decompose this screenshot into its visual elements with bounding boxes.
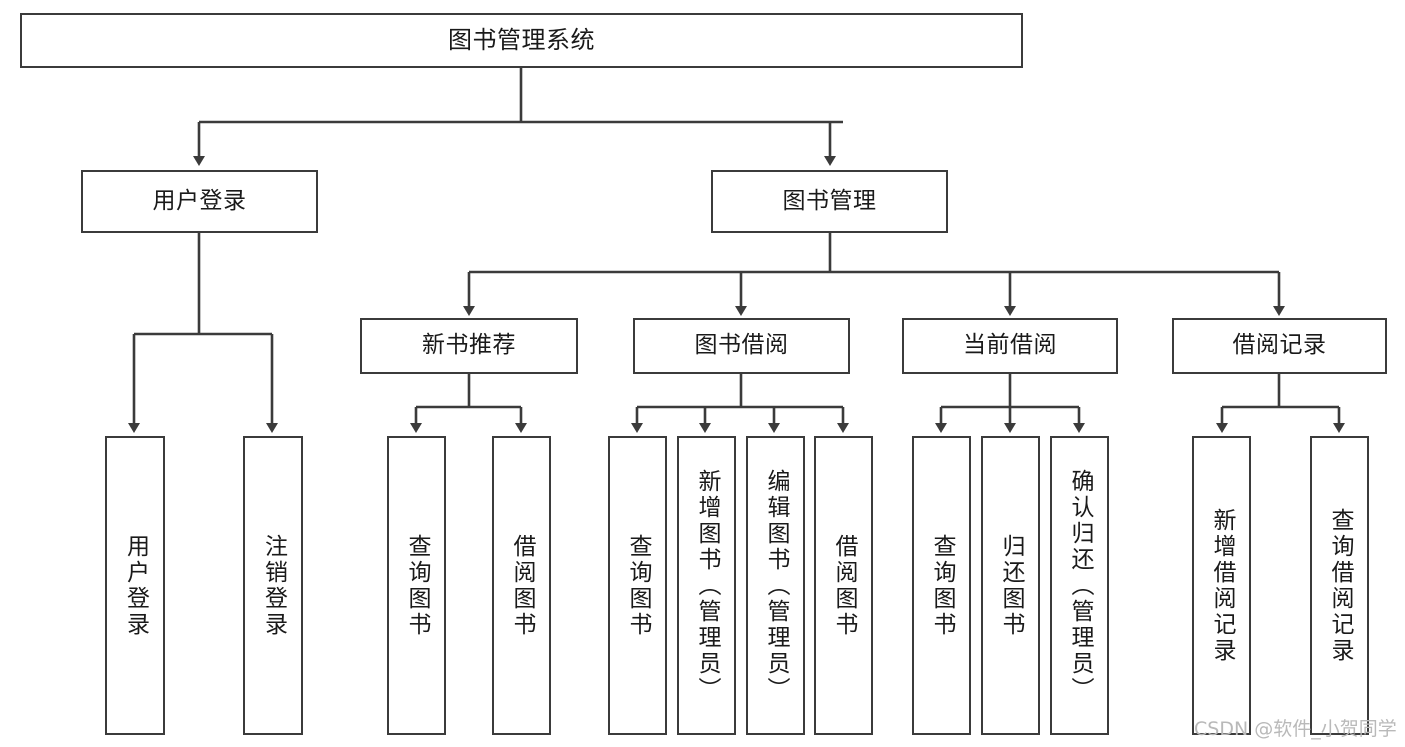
node-user-login[interactable]: 用户登录	[81, 170, 318, 233]
node-label: 查询图书	[404, 533, 430, 638]
node-label: 新书推荐	[422, 332, 516, 359]
node-label: 图书管理系统	[448, 26, 595, 55]
leaf-book-borrow-edit[interactable]: 编辑图书（管理员）	[746, 436, 805, 735]
leaf-book-borrow-add[interactable]: 新增图书（管理员）	[677, 436, 736, 735]
csdn-watermark: CSDN @软件_小贺同学	[1194, 718, 1397, 740]
node-label: 查询借阅记录	[1327, 507, 1353, 664]
node-label: 用户登录	[152, 187, 247, 214]
leaf-book-borrow-query[interactable]: 查询图书	[608, 436, 667, 735]
leaf-current-borrow-query[interactable]: 查询图书	[912, 436, 971, 735]
node-label: 图书管理	[782, 187, 877, 214]
node-label: 借阅图书	[509, 533, 535, 638]
leaf-current-borrow-return[interactable]: 归还图书	[981, 436, 1040, 735]
node-label: 当前借阅	[963, 332, 1057, 359]
node-label: 借阅图书	[831, 533, 857, 638]
node-label: 新增图书（管理员）	[694, 468, 720, 703]
node-label: 查询图书	[625, 533, 651, 638]
leaf-book-borrow-borrow[interactable]: 借阅图书	[814, 436, 873, 735]
node-label: 注销登录	[260, 533, 287, 638]
node-label: 查询图书	[929, 533, 955, 638]
node-label: 新增借阅记录	[1209, 507, 1235, 664]
node-current-borrow[interactable]: 当前借阅	[902, 318, 1118, 374]
leaf-user-login-signout[interactable]: 注销登录	[243, 436, 303, 735]
node-label: 用户登录	[122, 533, 149, 638]
node-label: 借阅记录	[1232, 332, 1327, 359]
node-label: 图书借阅	[694, 332, 789, 359]
leaf-borrow-records-query[interactable]: 查询借阅记录	[1310, 436, 1369, 735]
node-book-management[interactable]: 图书管理	[711, 170, 948, 233]
leaf-user-login-signin[interactable]: 用户登录	[105, 436, 165, 735]
node-borrow-records[interactable]: 借阅记录	[1172, 318, 1387, 374]
node-label: 编辑图书（管理员）	[763, 468, 789, 703]
node-new-book-recommend[interactable]: 新书推荐	[360, 318, 578, 374]
leaf-new-books-query[interactable]: 查询图书	[387, 436, 446, 735]
leaf-new-books-borrow[interactable]: 借阅图书	[492, 436, 551, 735]
node-root-system[interactable]: 图书管理系统	[20, 13, 1023, 68]
node-book-borrow[interactable]: 图书借阅	[633, 318, 850, 374]
node-label: 归还图书	[998, 533, 1024, 638]
node-label: 确认归还（管理员）	[1067, 468, 1093, 703]
leaf-current-borrow-confirm[interactable]: 确认归还（管理员）	[1050, 436, 1109, 735]
leaf-borrow-records-add[interactable]: 新增借阅记录	[1192, 436, 1251, 735]
